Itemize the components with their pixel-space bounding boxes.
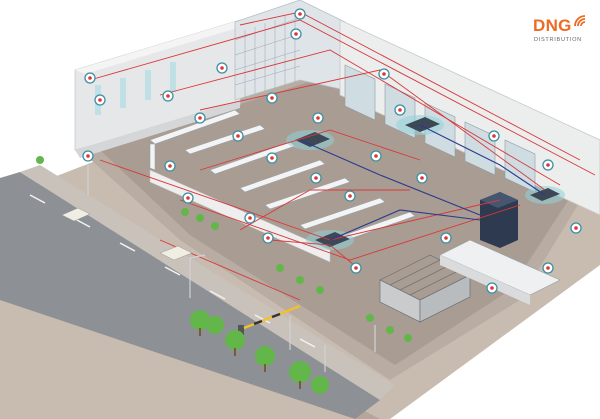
barrier-gate bbox=[238, 304, 301, 335]
reception-desk bbox=[439, 239, 561, 305]
blue-cabling bbox=[299, 124, 546, 241]
camera-dome-icon bbox=[182, 192, 194, 204]
camera-dome-icon bbox=[488, 130, 500, 142]
camera-dome-icon bbox=[262, 232, 274, 244]
camera-dome-icon bbox=[570, 222, 582, 234]
camera-dome-icon bbox=[84, 72, 96, 84]
camera-dome-icon bbox=[194, 112, 206, 124]
camera-dome-icon bbox=[266, 92, 278, 104]
camera-dome-icon bbox=[216, 62, 228, 74]
wifi-signal-icon bbox=[574, 15, 586, 27]
trees bbox=[36, 156, 412, 394]
camera-dome-icon bbox=[542, 159, 554, 171]
road-sidewalk bbox=[20, 165, 395, 400]
brand-logo: DNG DISTRIBUTION bbox=[533, 15, 593, 54]
workstation-rows bbox=[149, 109, 416, 245]
device-markers bbox=[82, 8, 582, 294]
camera-dome-icon bbox=[310, 172, 322, 184]
camera-dome-icon bbox=[312, 112, 324, 124]
camera-dome-icon bbox=[94, 94, 106, 106]
vehicles bbox=[61, 207, 193, 261]
left-office-top bbox=[75, 20, 250, 74]
camera-dome-icon bbox=[164, 160, 176, 172]
camera-dome-icon bbox=[344, 190, 356, 202]
camera-dome-icon bbox=[350, 262, 362, 274]
camera-dome-icon bbox=[290, 28, 302, 40]
camera-dome-icon bbox=[294, 8, 306, 20]
camera-dome-icon bbox=[370, 150, 382, 162]
camera-dome-icon bbox=[266, 152, 278, 164]
brand-subtitle: DISTRIBUTION bbox=[534, 37, 582, 43]
camera-dome-icon bbox=[486, 282, 498, 294]
road-markings bbox=[29, 194, 316, 348]
camera-dome-icon bbox=[244, 212, 256, 224]
brand-name: DNG bbox=[533, 16, 572, 35]
tree-trunks bbox=[199, 328, 301, 389]
camera-dome-icon bbox=[440, 232, 452, 244]
camera-dome-icon bbox=[162, 90, 174, 102]
camera-dome-icon bbox=[394, 104, 406, 116]
camera-dome-icon bbox=[378, 68, 390, 80]
camera-dome-icon bbox=[232, 130, 244, 142]
street-lights bbox=[87, 165, 376, 372]
camera-dome-icon bbox=[416, 172, 428, 184]
camera-dome-icon bbox=[82, 150, 94, 162]
camera-dome-icon bbox=[542, 262, 554, 274]
